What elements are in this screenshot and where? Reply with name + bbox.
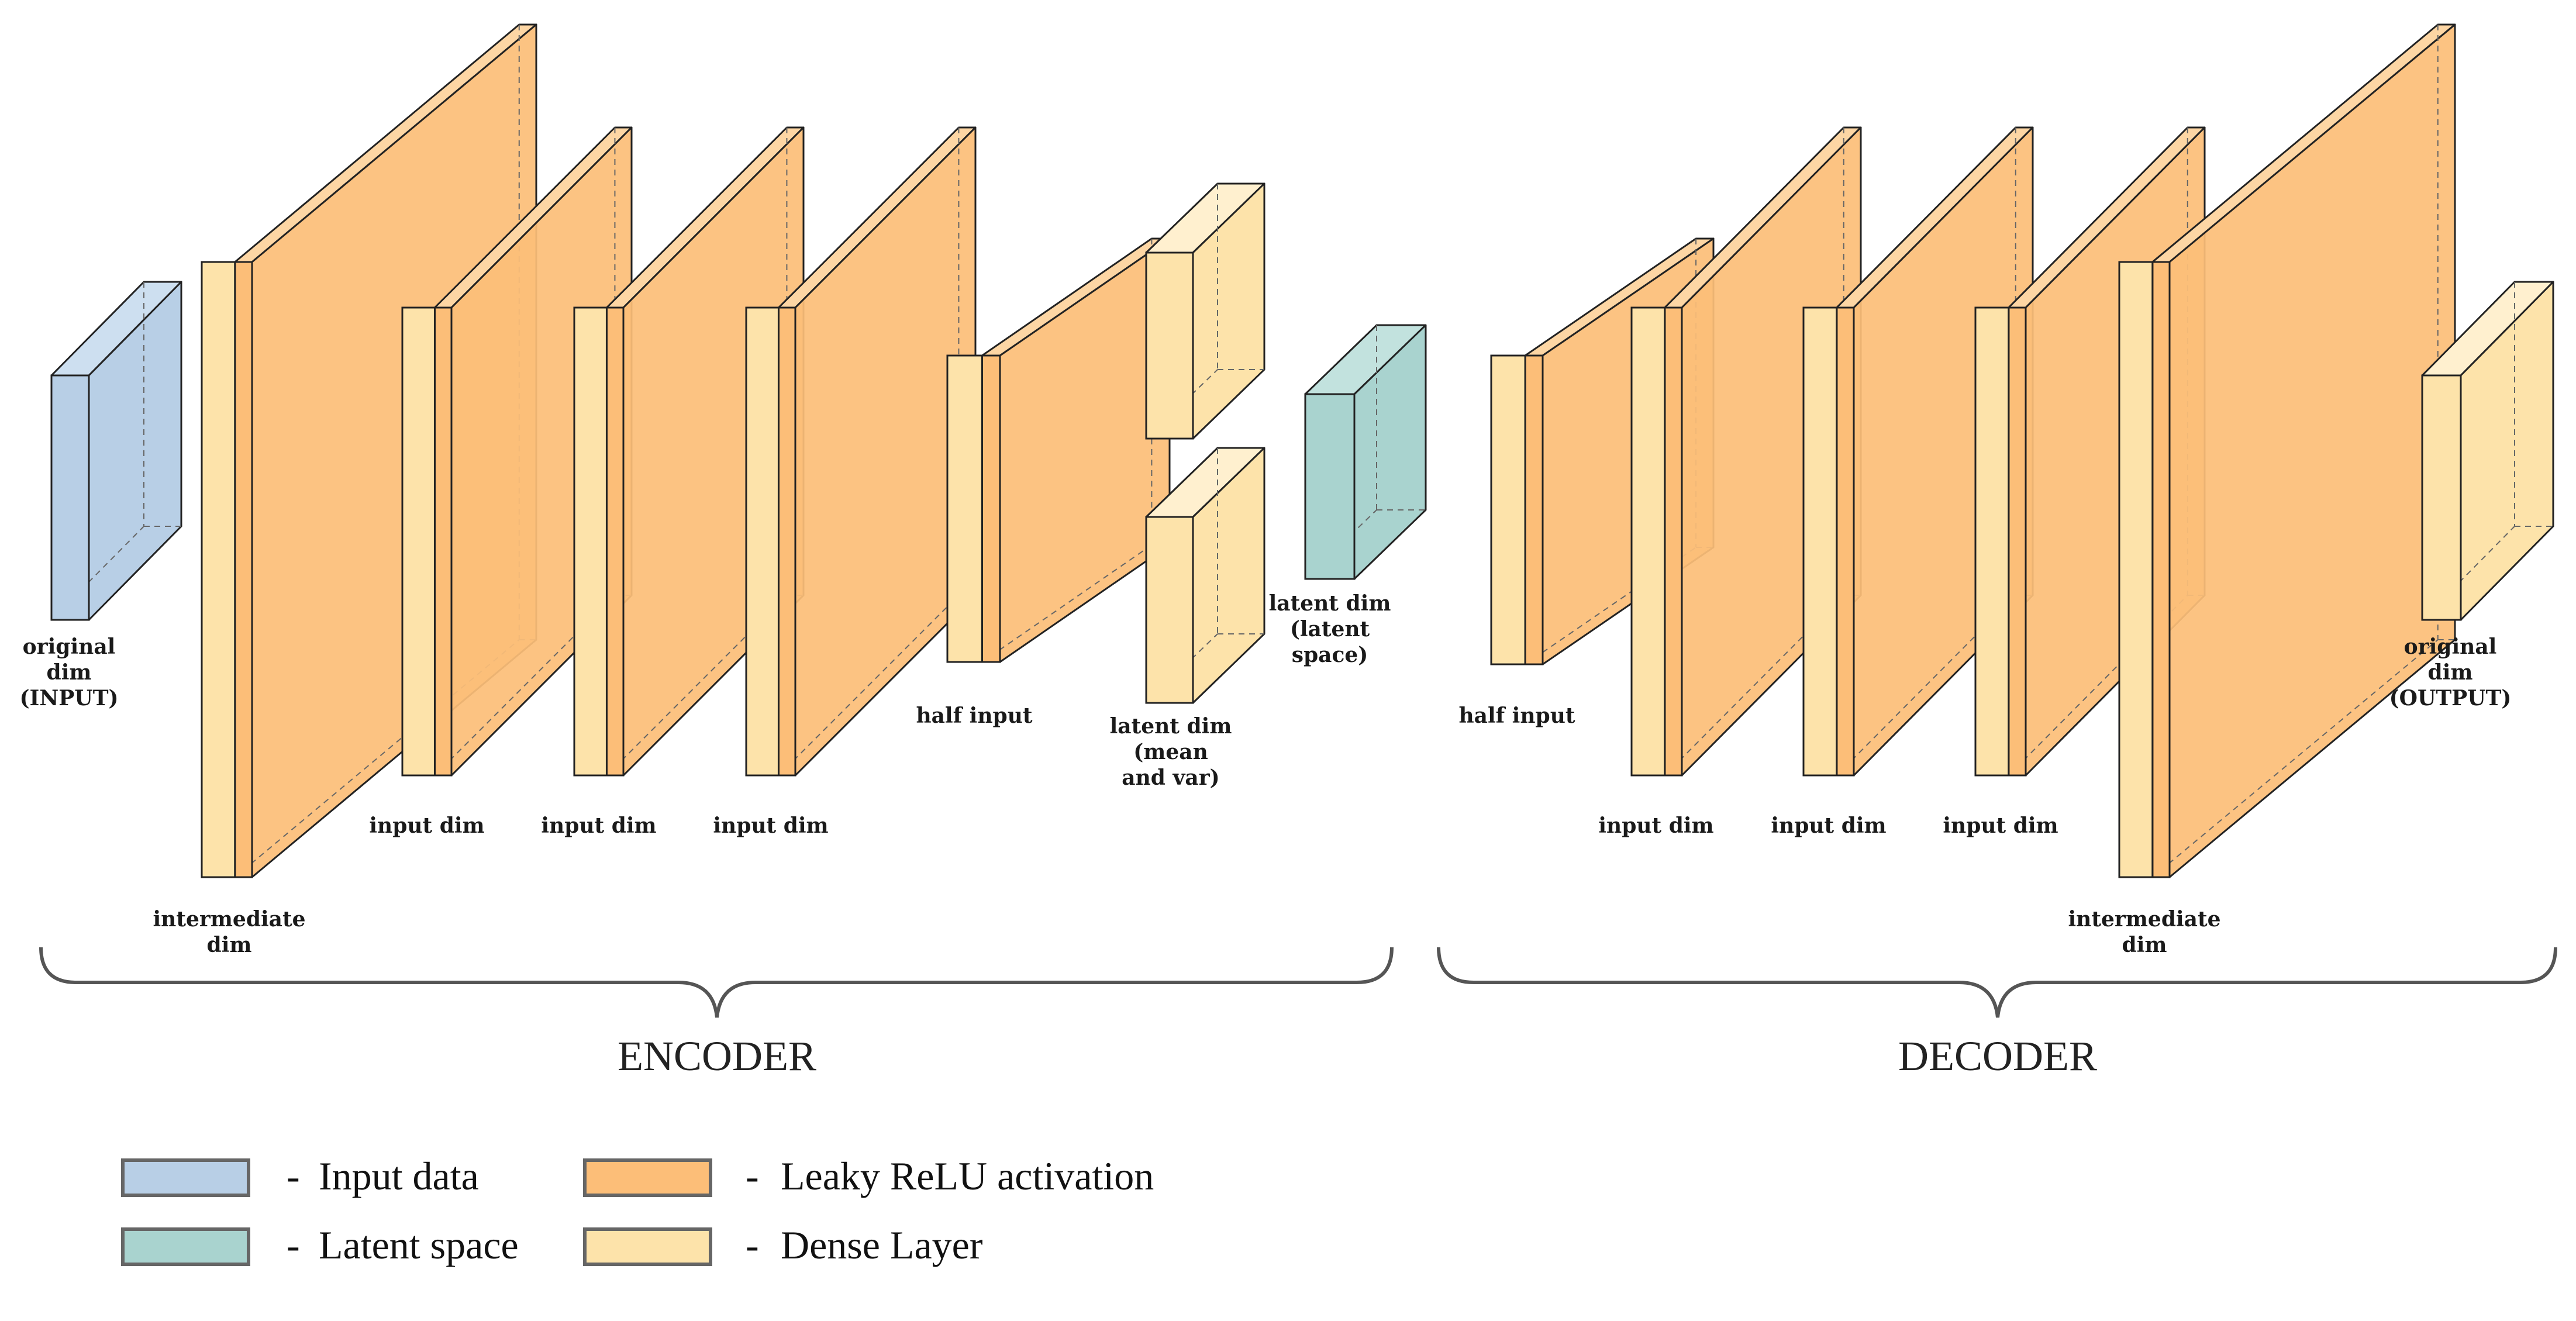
- label-enc-input-dim-2: input dim: [541, 813, 656, 838]
- label-enc-input-dim-3: input dim: [713, 813, 828, 838]
- enc-input-dim-block-1-dense: [401, 306, 436, 777]
- label-enc-half-input: half input: [916, 703, 1032, 728]
- legend-swatch-input: [121, 1158, 250, 1197]
- legend-item-dense: - Dense Layer: [583, 1223, 983, 1267]
- legend-dash: -: [746, 1223, 759, 1267]
- enc-input-dim-block-2-dense: [573, 306, 608, 777]
- legend-dash: -: [287, 1223, 300, 1267]
- legend-label-latent: Latent space: [319, 1223, 519, 1267]
- legend-item-leaky: - Leaky ReLU activation: [583, 1154, 1154, 1198]
- enc-inter-block-dense: [201, 261, 236, 878]
- decoder-title: DECODER: [1898, 1033, 2097, 1079]
- dec-inter-block-dense: [2118, 261, 2154, 878]
- dec-inter-block-leaky: [2151, 23, 2456, 878]
- label-dec-input-dim-2: input dim: [1771, 813, 1886, 838]
- label-dec-input-dim-3: input dim: [1943, 813, 2058, 838]
- enc-var-block: [1145, 447, 1265, 704]
- dec-input-dim-block-1-dense: [1630, 306, 1666, 777]
- legend-swatch-latent: [121, 1227, 250, 1266]
- enc-input-dim-block-3-dense: [745, 306, 780, 777]
- legend-label-leaky: Leaky ReLU activation: [781, 1154, 1154, 1198]
- dec-half-block-dense: [1490, 354, 1526, 665]
- legend-dash: -: [287, 1154, 300, 1198]
- enc-latent-block: [1304, 324, 1427, 580]
- legend-label-dense: Dense Layer: [781, 1223, 983, 1267]
- legend-item-input: - Input data: [121, 1154, 479, 1198]
- legend-swatch-dense: [583, 1227, 712, 1266]
- layer-blocks: [50, 23, 2554, 878]
- encoder-title: ENCODER: [618, 1033, 816, 1079]
- enc-mean-block: [1145, 182, 1265, 440]
- legend-dash: -: [746, 1154, 759, 1198]
- label-enc-input-dim-1: input dim: [369, 813, 484, 838]
- dec-input-dim-block-2-dense: [1802, 306, 1838, 777]
- label-dec-input-dim-1: input dim: [1598, 813, 1713, 838]
- enc-half-block-dense: [946, 354, 983, 663]
- legend-swatch-leaky: [583, 1158, 712, 1197]
- enc-input-block: [50, 281, 182, 621]
- legend-item-latent: - Latent space: [121, 1223, 519, 1267]
- legend-label-input: Input data: [319, 1154, 479, 1198]
- legend: - Input data - Leaky ReLU activation - L…: [121, 1154, 1154, 1267]
- enc-input-dim-block-3-leaky: [777, 126, 977, 777]
- label-dec-half-input: half input: [1458, 703, 1575, 728]
- dec-input-dim-block-3-dense: [1974, 306, 2010, 777]
- enc-half-block-leaky: [981, 237, 1171, 663]
- dec-output-block: [2421, 281, 2554, 621]
- encoder-brace: [39, 947, 1394, 1018]
- decoder-brace: [1437, 947, 2557, 1018]
